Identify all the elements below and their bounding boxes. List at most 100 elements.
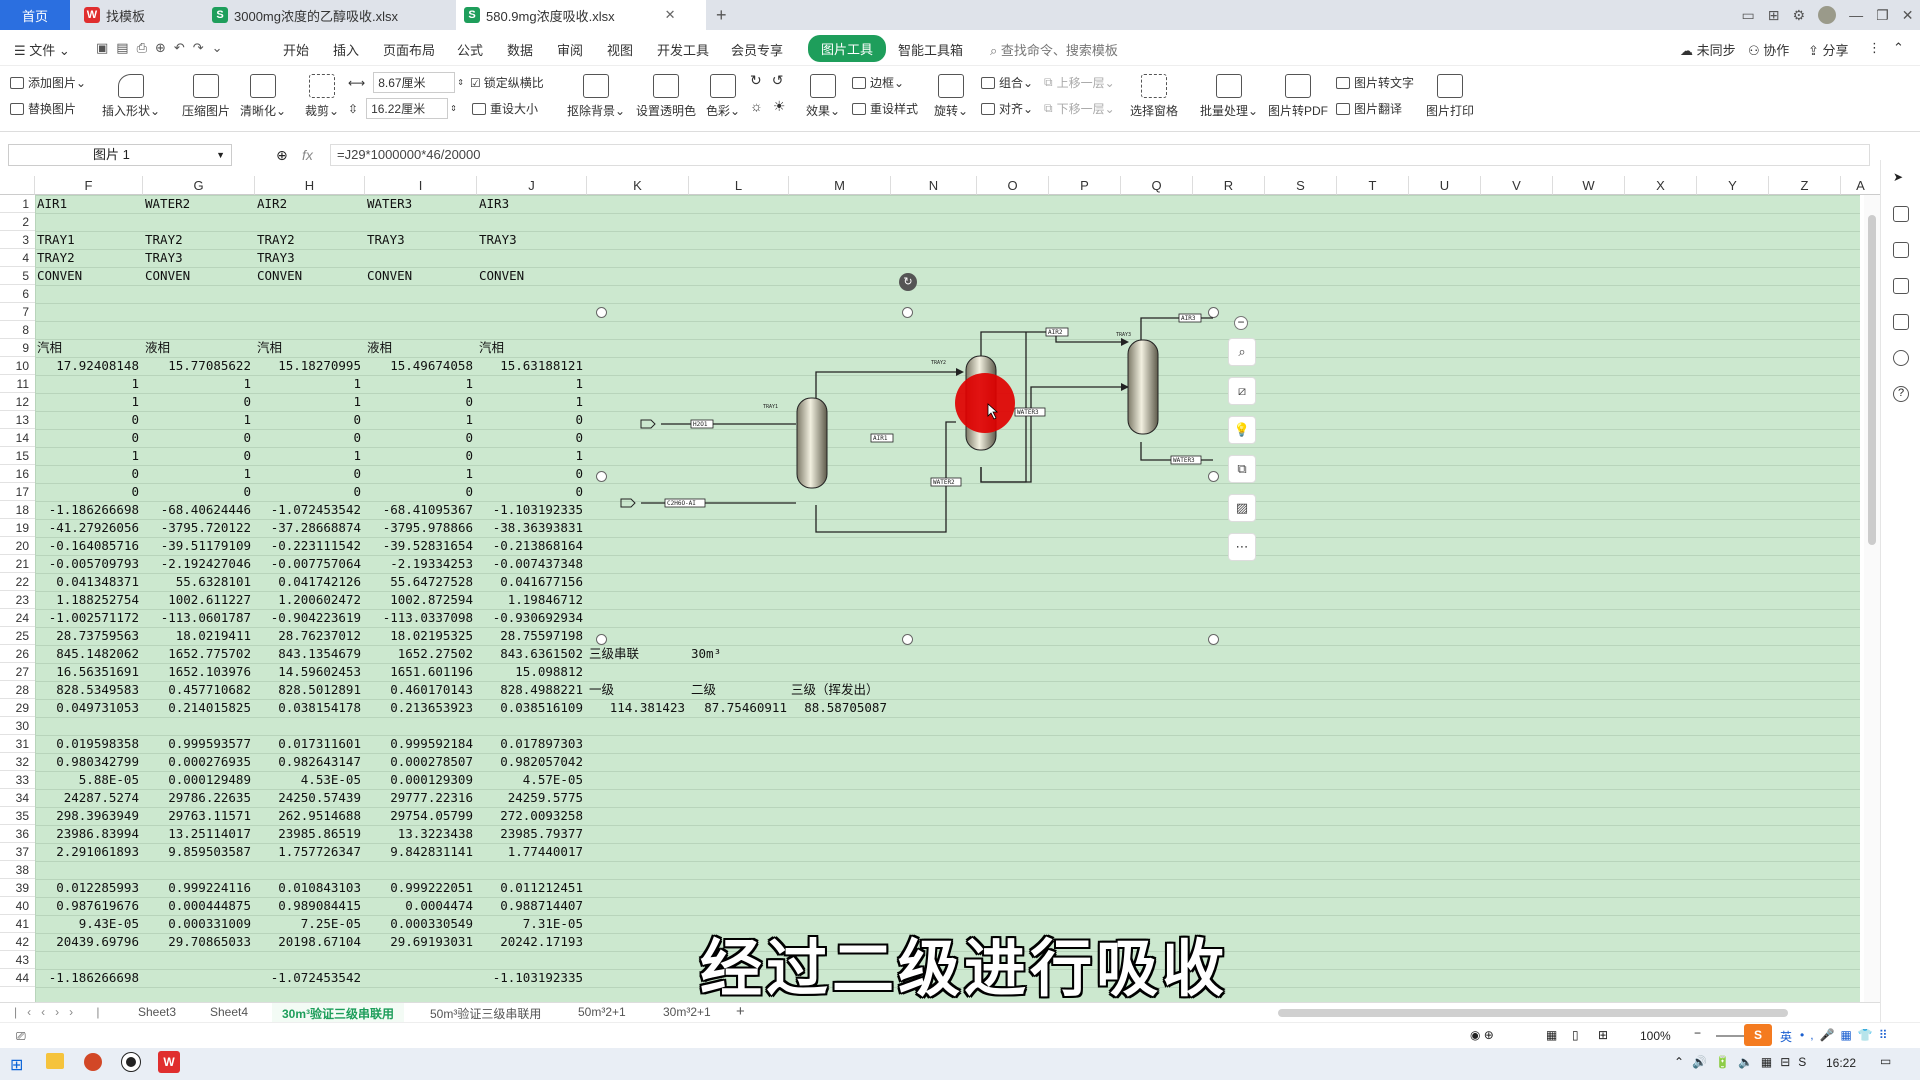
row-header-44[interactable]: 44	[0, 969, 35, 987]
row-header-19[interactable]: 19	[0, 519, 35, 537]
column-header-k[interactable]: K	[587, 176, 689, 195]
effect-button[interactable]: 效果⌄	[806, 74, 840, 119]
cell[interactable]: 0	[243, 430, 251, 445]
cell[interactable]: 0.982057042	[500, 754, 583, 769]
command-search[interactable]: ⌕ 查找命令、搜索模板	[990, 40, 1118, 59]
resize-handle-ml[interactable]	[596, 471, 607, 482]
cell[interactable]: 29.69193031	[390, 934, 473, 949]
cell[interactable]: 1	[243, 466, 251, 481]
zoom-search-icon[interactable]: ⊕	[276, 147, 288, 163]
clarify-button[interactable]: 清晰化⌄	[240, 74, 286, 119]
cell[interactable]: 0.010843103	[278, 880, 361, 895]
cell[interactable]: 1	[465, 466, 473, 481]
cell[interactable]: 0	[353, 430, 361, 445]
recorder-icon[interactable]	[121, 1052, 141, 1072]
share-button[interactable]: ⇪ 分享	[1808, 40, 1849, 59]
cell[interactable]: 0.214015825	[168, 700, 251, 715]
reset-size-button[interactable]: 重设大小	[472, 100, 538, 117]
cell[interactable]: 0	[353, 412, 361, 427]
column-header-j[interactable]: J	[477, 176, 587, 195]
add-sheet-button[interactable]: +	[736, 1003, 745, 1020]
replace-picture-button[interactable]: 替换图片	[10, 100, 76, 117]
file-menu[interactable]: ☰ 文件 ⌄	[14, 43, 70, 58]
cell[interactable]: 114.381423	[609, 700, 685, 715]
cell[interactable]: -0.930692934	[492, 610, 583, 625]
row-header-11[interactable]: 11	[0, 375, 35, 393]
row-header-8[interactable]: 8	[0, 321, 35, 339]
crop-tool-icon[interactable]: ⧄	[1228, 377, 1256, 405]
row-header-1[interactable]: 1	[0, 195, 35, 213]
cell[interactable]: 1	[575, 376, 583, 391]
cell[interactable]: 0.457710682	[168, 682, 251, 697]
row-header-33[interactable]: 33	[0, 771, 35, 789]
cell[interactable]: 1652.775702	[168, 646, 251, 661]
cell[interactable]: CONVEN	[145, 268, 191, 283]
cell[interactable]: -68.41095367	[382, 502, 473, 517]
cell[interactable]: TRAY3	[145, 250, 183, 265]
menu-view[interactable]: 视图	[607, 43, 634, 58]
chevron-down-icon[interactable]: ▼	[216, 150, 225, 160]
row-header-13[interactable]: 13	[0, 411, 35, 429]
cell[interactable]: 29.70865033	[168, 934, 251, 949]
fx-icon[interactable]: fx	[302, 147, 313, 163]
set-transparent-button[interactable]: 设置透明色	[636, 74, 696, 119]
wps-taskbar-icon[interactable]: W	[158, 1051, 180, 1073]
cell[interactable]: -37.28668874	[270, 520, 361, 535]
cell[interactable]: 88.58705087	[804, 700, 887, 715]
resize-handle-tm[interactable]	[902, 307, 913, 318]
cell[interactable]: -0.007757064	[270, 556, 361, 571]
cell[interactable]: 0.038516109	[500, 700, 583, 715]
cell[interactable]: -1.186266698	[48, 970, 139, 985]
cell[interactable]: -0.223111542	[270, 538, 361, 553]
cell[interactable]: CONVEN	[367, 268, 413, 283]
cell[interactable]: -113.0337098	[382, 610, 473, 625]
picture-panel-icon[interactable]	[1893, 278, 1909, 294]
zoom-picture-icon[interactable]: ⌕	[1228, 338, 1256, 366]
row-header-20[interactable]: 20	[0, 537, 35, 555]
menu-data[interactable]: 数据	[507, 43, 534, 58]
cell[interactable]: -1.186266698	[48, 502, 139, 517]
cell[interactable]: TRAY2	[37, 250, 75, 265]
help-icon[interactable]: ?	[1893, 386, 1909, 402]
cell[interactable]: 1	[131, 394, 139, 409]
cell[interactable]: TRAY2	[145, 232, 183, 247]
column-header-l[interactable]: L	[689, 176, 789, 195]
menu-picture-tools[interactable]: 图片工具	[808, 35, 887, 62]
cell[interactable]: AIR2	[257, 196, 288, 211]
cell[interactable]: 三级（挥发出）	[791, 682, 879, 697]
cell[interactable]: 0.041742126	[278, 574, 361, 589]
row-header-21[interactable]: 21	[0, 555, 35, 573]
cell[interactable]: 2.291061893	[56, 844, 139, 859]
cell[interactable]: 20198.67104	[278, 934, 361, 949]
cell[interactable]: 1.19846712	[507, 592, 583, 607]
cell[interactable]: AIR1	[37, 196, 68, 211]
row-header-27[interactable]: 27	[0, 663, 35, 681]
cell[interactable]: 845.1482062	[56, 646, 139, 661]
cell[interactable]: AIR3	[479, 196, 510, 211]
cell[interactable]: 0.0004474	[405, 898, 473, 913]
column-header-u[interactable]: U	[1409, 176, 1481, 195]
cell[interactable]: 1	[131, 376, 139, 391]
resize-handle-mr[interactable]	[1208, 471, 1219, 482]
cell[interactable]: 29786.22635	[168, 790, 251, 805]
cell[interactable]: 23985.79377	[500, 826, 583, 841]
cell[interactable]: 1	[465, 376, 473, 391]
cell[interactable]: 1651.601196	[390, 664, 473, 679]
row-header-2[interactable]: 2	[0, 213, 35, 231]
cell[interactable]: 843.6361502	[500, 646, 583, 661]
column-header-n[interactable]: N	[891, 176, 977, 195]
collab-button[interactable]: ⚇ 协作	[1748, 40, 1789, 59]
cell[interactable]: CONVEN	[479, 268, 525, 283]
cell[interactable]: 0.041677156	[500, 574, 583, 589]
column-header-g[interactable]: G	[143, 176, 255, 195]
cell[interactable]: 一级	[589, 682, 615, 697]
cell[interactable]: 15.098812	[515, 664, 583, 679]
batch-process-button[interactable]: 批量处理⌄	[1200, 74, 1258, 119]
cell[interactable]: 1	[575, 448, 583, 463]
cell[interactable]: 液相	[145, 340, 171, 355]
avatar[interactable]	[1818, 6, 1837, 24]
row-header-14[interactable]: 14	[0, 429, 35, 447]
cell[interactable]: -0.007437348	[492, 556, 583, 571]
view-page-icon[interactable]: ▯	[1572, 1028, 1579, 1042]
